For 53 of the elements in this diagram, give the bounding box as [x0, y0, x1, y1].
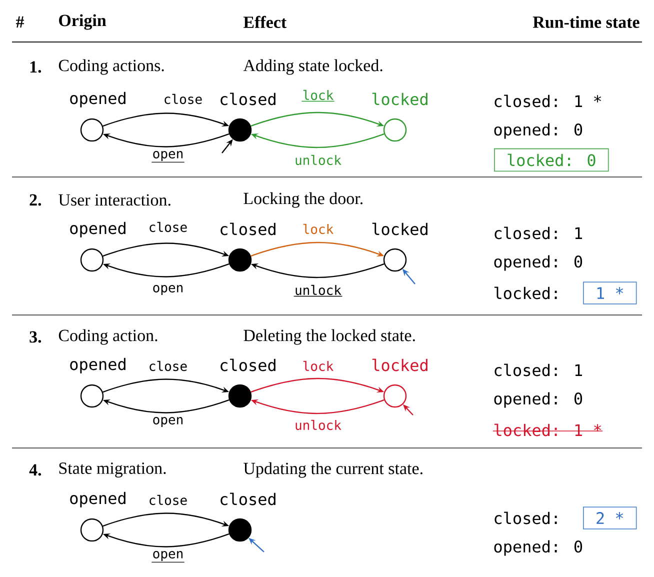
state-value: opened: 0: [494, 540, 582, 556]
transition-label: open: [150, 416, 186, 428]
origin-text: Coding action.: [58, 329, 158, 345]
row-number: 4.: [29, 464, 42, 476]
state-value: opened: 0: [494, 123, 582, 139]
highlighted-value: 1 *: [583, 282, 637, 304]
transition-label: unlock: [293, 283, 343, 297]
transition-label: close: [146, 359, 190, 373]
state-value: closed: 1 *: [494, 94, 602, 108]
state-name: opened: [70, 492, 126, 508]
origin-text: Coding actions.: [58, 59, 164, 75]
state-name: opened: [70, 358, 126, 374]
row-number: 3.: [30, 331, 42, 343]
state-value: opened: 0: [494, 255, 582, 271]
state-name: locked: [372, 92, 428, 106]
transition-label: lock: [300, 359, 336, 373]
column-header: #: [16, 16, 24, 28]
state-name: closed: [220, 222, 276, 236]
effect-text: Locking the door.: [244, 192, 362, 208]
highlighted-value: locked: 0: [494, 148, 609, 172]
origin-text: State migration.: [59, 462, 166, 478]
column-header: Run-time state: [532, 16, 640, 28]
column-header: Effect: [244, 16, 287, 28]
transition-label: open: [150, 150, 186, 163]
state-name: opened: [70, 92, 126, 108]
state-value: closed: 1: [494, 364, 582, 376]
state-value: closed: 1: [494, 226, 582, 240]
state-value: opened: 0: [494, 392, 582, 408]
state-name: locked: [372, 358, 428, 372]
effect-text: Updating the current state.: [244, 462, 422, 478]
transition-label: unlock: [293, 153, 343, 167]
transition-label: lock: [300, 222, 336, 236]
state-name: closed: [220, 492, 276, 506]
transition-label: unlock: [293, 418, 343, 432]
state-value: closed:: [494, 512, 557, 524]
transition-label: close: [162, 92, 204, 106]
transition-label: close: [146, 220, 190, 234]
transition-label: lock: [300, 88, 336, 102]
state-name: opened: [70, 222, 126, 238]
state-name: closed: [220, 358, 276, 372]
transition-label: open: [150, 550, 186, 563]
highlighted-value: 2 *: [583, 506, 637, 530]
effect-text: Deleting the locked state.: [244, 329, 415, 345]
column-header: Origin: [59, 14, 106, 30]
transition-label: close: [146, 493, 190, 507]
transition-label: open: [150, 284, 186, 296]
effect-text: Adding state locked.: [243, 59, 382, 75]
state-name: locked: [372, 222, 428, 236]
row-number: 1.: [30, 61, 42, 73]
origin-text: User interaction.: [58, 194, 170, 206]
row-number: 2.: [30, 194, 42, 206]
state-value: locked:: [494, 286, 557, 300]
state-name: closed: [220, 92, 276, 106]
